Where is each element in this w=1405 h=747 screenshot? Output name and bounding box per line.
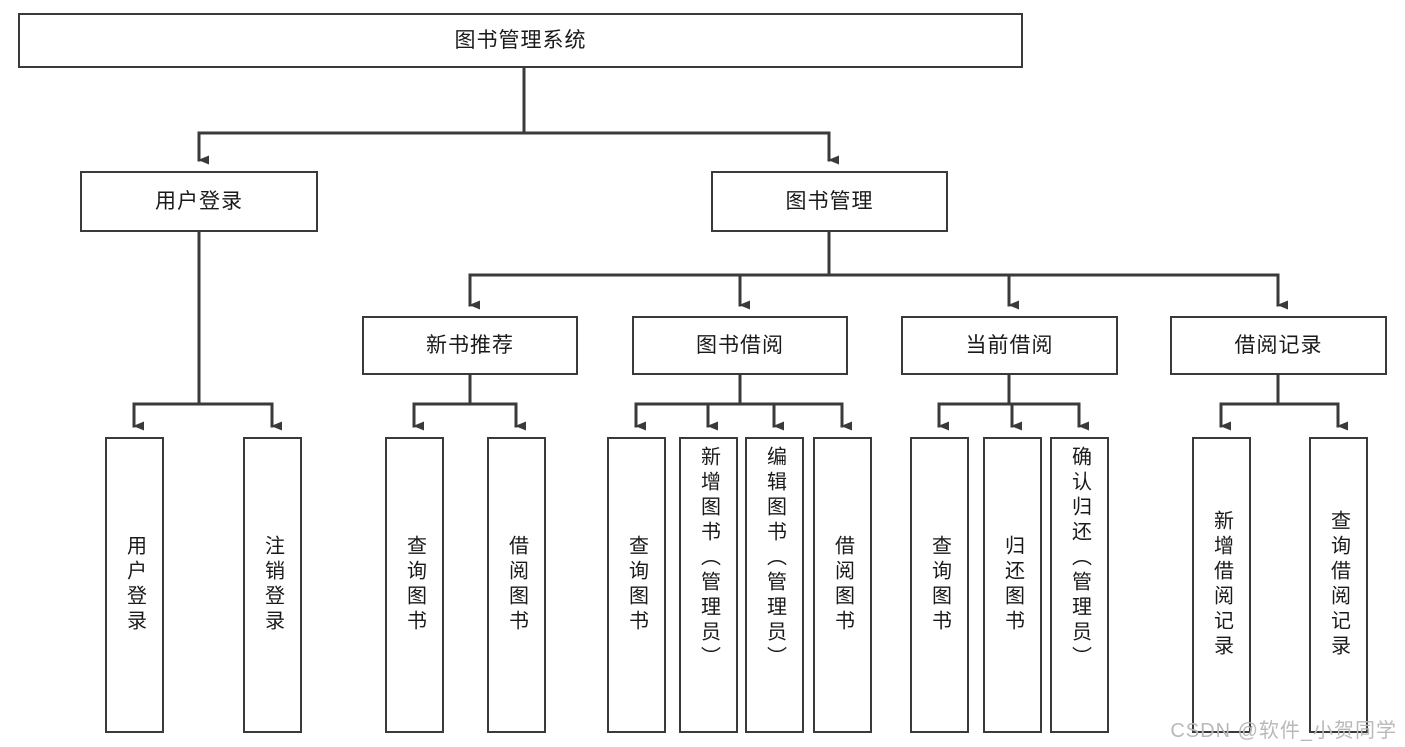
- node-leaf-confirm-return[interactable]: 确认归还（管理员）: [1050, 437, 1109, 733]
- node-leaf-return-book[interactable]: 归还图书: [983, 437, 1042, 733]
- node-leaf-borrow-book-rec[interactable]: 借阅图书: [487, 437, 546, 733]
- node-leaf-edit-book[interactable]: 编辑图书（管理员）: [745, 437, 804, 733]
- leaf-label: 查询图书: [928, 535, 951, 635]
- node-leaf-add-book[interactable]: 新增图书（管理员）: [679, 437, 738, 733]
- node-book-borrow-label: 图书借阅: [696, 334, 784, 357]
- node-book-manage-label: 图书管理: [785, 190, 874, 213]
- leaf-label: 新增图书（管理员）: [697, 446, 720, 671]
- node-leaf-logout[interactable]: 注销登录: [243, 437, 302, 733]
- node-leaf-query-record[interactable]: 查询借阅记录: [1309, 437, 1368, 733]
- node-root-label: 图书管理系统: [454, 29, 587, 52]
- node-leaf-query-book-cur[interactable]: 查询图书: [910, 437, 969, 733]
- csdn-watermark: CSDN @软件_小贺同学: [1170, 720, 1397, 742]
- node-root[interactable]: 图书管理系统: [18, 13, 1023, 68]
- node-user-login[interactable]: 用户登录: [80, 171, 318, 232]
- leaf-label: 编辑图书（管理员）: [763, 446, 786, 671]
- node-borrow-record-label: 借阅记录: [1234, 334, 1323, 357]
- node-user-login-label: 用户登录: [155, 190, 243, 213]
- leaf-label: 注销登录: [261, 535, 284, 635]
- leaf-label: 确认归还（管理员）: [1068, 446, 1091, 671]
- node-leaf-query-book-rec[interactable]: 查询图书: [385, 437, 444, 733]
- node-current-borrow-label: 当前借阅: [965, 334, 1054, 357]
- node-leaf-query-book-bor[interactable]: 查询图书: [607, 437, 666, 733]
- leaf-label: 借阅图书: [505, 535, 528, 635]
- leaf-label: 归还图书: [1001, 535, 1024, 635]
- node-new-book-rec[interactable]: 新书推荐: [362, 316, 578, 375]
- leaf-label: 新增借阅记录: [1210, 510, 1233, 660]
- node-book-borrow[interactable]: 图书借阅: [632, 316, 848, 375]
- leaf-label: 查询图书: [625, 535, 648, 635]
- leaf-label: 用户登录: [123, 535, 146, 635]
- leaf-label: 查询借阅记录: [1327, 510, 1350, 660]
- leaf-label: 借阅图书: [831, 535, 854, 635]
- node-book-manage[interactable]: 图书管理: [711, 171, 948, 232]
- node-leaf-add-record[interactable]: 新增借阅记录: [1192, 437, 1251, 733]
- node-current-borrow[interactable]: 当前借阅: [901, 316, 1118, 375]
- node-leaf-borrow-book-bor[interactable]: 借阅图书: [813, 437, 872, 733]
- node-borrow-record[interactable]: 借阅记录: [1170, 316, 1387, 375]
- node-new-book-rec-label: 新书推荐: [426, 334, 514, 357]
- leaf-label: 查询图书: [403, 535, 426, 635]
- node-leaf-user-login[interactable]: 用户登录: [105, 437, 164, 733]
